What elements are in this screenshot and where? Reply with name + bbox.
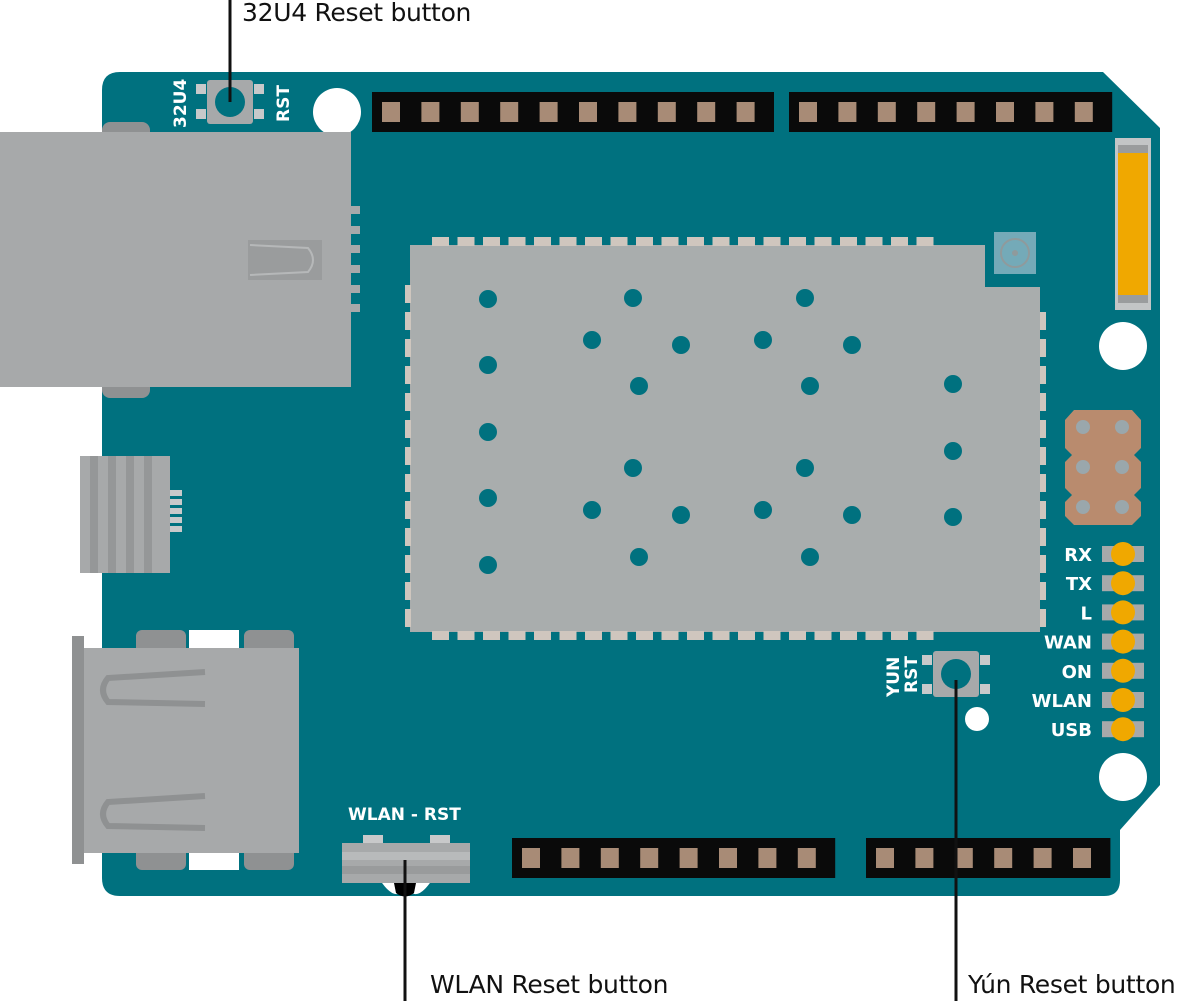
header-pin: [758, 848, 777, 868]
module-via: [801, 548, 819, 566]
header-pin: [421, 102, 440, 122]
led-label: USB: [1051, 720, 1092, 741]
header-pin: [876, 848, 894, 868]
module-via: [479, 290, 497, 308]
header-pin: [994, 848, 1013, 868]
header-pin: [382, 102, 400, 122]
module-via: [754, 501, 772, 519]
microsd-slot: [1115, 138, 1151, 310]
header-bottom-right: [866, 838, 1111, 878]
module-via: [583, 331, 601, 349]
icsp-header: [1065, 410, 1141, 525]
module-via: [801, 377, 819, 395]
module-via: [624, 459, 642, 477]
header-pin: [1073, 848, 1091, 868]
module-via: [630, 548, 648, 566]
status-led-l: L: [1081, 600, 1144, 625]
usb-host-connector: [72, 630, 299, 870]
module-via: [796, 459, 814, 477]
header-pin: [618, 102, 637, 122]
module-via: [672, 336, 690, 354]
header-pin: [697, 102, 716, 122]
u4-silk-label: 32U4: [171, 79, 191, 128]
mounting-hole: [1099, 322, 1147, 370]
header-pin: [1033, 848, 1052, 868]
header-bottom-left: [512, 838, 836, 878]
header-top-left: [372, 92, 774, 132]
status-led-tx: TX: [1066, 571, 1144, 596]
header-pin: [539, 102, 558, 122]
mounting-hole: [313, 88, 361, 136]
status-led-wan: WAN: [1044, 629, 1144, 654]
header-pin: [719, 848, 737, 868]
led-label: WLAN: [1032, 691, 1092, 712]
header-pin: [797, 848, 816, 868]
header-pin: [640, 848, 659, 868]
yun-silk-label: YUN: [884, 657, 904, 698]
header-top-right: [789, 92, 1113, 132]
module-via: [843, 336, 861, 354]
yun-reset-button[interactable]: [922, 651, 990, 697]
ethernet-jack: [0, 122, 360, 398]
module-via: [796, 289, 814, 307]
status-led-on: ON: [1062, 658, 1144, 683]
header-pin: [579, 102, 597, 122]
led-label: TX: [1066, 574, 1092, 595]
micro-usb-connector: [80, 456, 182, 573]
header-pin: [915, 848, 934, 868]
header-pin: [522, 848, 540, 868]
led-label: L: [1081, 603, 1092, 624]
header-pin: [917, 102, 936, 122]
status-led-usb: USB: [1051, 717, 1144, 742]
header-pin: [679, 848, 698, 868]
header-pin: [500, 102, 519, 122]
module-via: [479, 556, 497, 574]
u4-reset-callout: 32U4 Reset button: [242, 0, 472, 27]
yun-rst-silk-label: RST: [902, 656, 922, 693]
header-pin: [561, 848, 580, 868]
module-via: [630, 377, 648, 395]
header-pin: [460, 102, 479, 122]
module-via: [479, 423, 497, 441]
module-via: [479, 489, 497, 507]
module-via: [624, 289, 642, 307]
mounting-hole-small: [965, 707, 989, 731]
wlan-rst-silk-label: WLAN - RST: [348, 805, 461, 825]
header-pin: [736, 102, 755, 122]
header-pin: [954, 848, 973, 868]
wifi-module: [405, 237, 1046, 640]
led-label: RX: [1064, 545, 1092, 566]
module-via: [672, 506, 690, 524]
status-led-rx: RX: [1064, 542, 1144, 566]
header-pin: [996, 102, 1014, 122]
header-pin: [877, 102, 896, 122]
module-via: [944, 375, 962, 393]
wlan-reset-callout: WLAN Reset button: [430, 970, 669, 999]
header-pin: [838, 102, 857, 122]
module-via: [944, 508, 962, 526]
header-pin: [1035, 102, 1054, 122]
module-via: [843, 506, 861, 524]
status-led-wlan: WLAN: [1032, 688, 1144, 712]
u4-rst-silk-label: RST: [274, 85, 294, 122]
header-pin: [600, 848, 619, 868]
header-pin: [799, 102, 817, 122]
antenna-connector: [994, 232, 1036, 274]
module-via: [944, 442, 962, 460]
header-pin: [657, 102, 676, 122]
led-label: ON: [1062, 662, 1092, 683]
header-pin: [1074, 102, 1093, 122]
module-via: [583, 501, 601, 519]
module-via: [754, 331, 772, 349]
header-pin: [956, 102, 975, 122]
yun-reset-callout: Yún Reset button: [968, 970, 1176, 999]
led-label: WAN: [1044, 633, 1092, 654]
module-via: [479, 356, 497, 374]
mounting-hole: [1099, 753, 1147, 801]
